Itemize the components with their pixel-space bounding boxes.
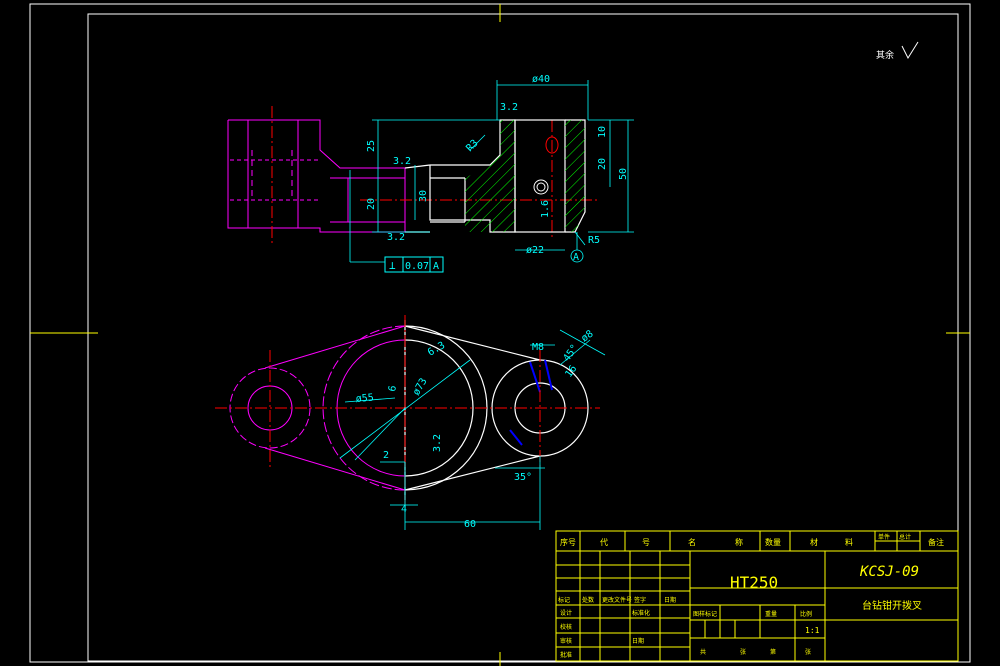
centering-marks (30, 4, 970, 666)
material-code: HT250 (730, 573, 778, 592)
row-label-1: 校核 (560, 623, 572, 631)
dim-10: 10 (597, 126, 608, 138)
title-block-text: 序号 代 号 名 称 数量 材 料 单件 总计 备注 标记 处数 更改文件号 签… (558, 533, 944, 659)
dim-dia-40: ø40 (532, 74, 550, 85)
front-view: ø55 ø73 M8 35° 45° ø8 2 4 60 6 3.2 6.3 1… (215, 315, 606, 530)
bottom-label-3: 张 (805, 648, 811, 656)
title-block-main-text: HT250 KCSJ-09 台钻钳开拨叉 (730, 564, 922, 612)
dim-4: 4 (401, 504, 407, 515)
dim-angle-35: 35° (514, 472, 532, 483)
row-label-3: 批准 (560, 651, 572, 659)
dim-50: 50 (618, 168, 629, 180)
roughness-check-icon (901, 41, 919, 60)
top-view-dimensions (349, 80, 634, 263)
bottom-label-2: 第 (770, 648, 776, 656)
header-label-2: 号 (642, 538, 650, 547)
header-label-0: 序号 (560, 537, 576, 547)
stage-label-2: 比例 (800, 610, 812, 618)
other-surfaces-roughness-mark: 其余 (876, 41, 919, 61)
header-label-4: 称 (735, 537, 743, 547)
part-name: 台钻钳开拨叉 (862, 599, 922, 612)
dim-dia-22: ø22 (526, 245, 544, 256)
tolerance-symbol: ⊥ (389, 259, 396, 272)
stage-label-0: 图样标记 (693, 610, 717, 618)
header-label-6: 材 (810, 537, 818, 547)
datum-a: A (573, 252, 579, 263)
left-label-3: 签字 (634, 596, 646, 604)
bottom-label-1: 张 (740, 648, 746, 656)
dim-m8: M8 (532, 342, 544, 353)
dim-20-left: 20 (366, 198, 377, 210)
header-label-5: 数量 (765, 537, 781, 547)
dim-20-right: 20 (597, 158, 608, 170)
dim-6: 6 (387, 385, 399, 393)
front-view-dimensions (339, 329, 606, 530)
row-label-2: 审核 (560, 637, 572, 645)
top-view-holes (533, 136, 559, 195)
header-label-3: 名 (688, 537, 696, 547)
dim-30: 30 (418, 190, 429, 202)
middle-label-1: 日期 (632, 637, 644, 645)
radius-r5: R5 (588, 235, 600, 246)
dim-25: 25 (366, 140, 377, 152)
left-label-2: 更改文件号 (602, 596, 632, 604)
header-label-10: 备注 (928, 537, 944, 547)
dim-dia-55: ø55 (355, 392, 374, 405)
roughness-3-2-front: 3.2 (432, 434, 443, 452)
roughness-3-2-top: 3.2 (500, 102, 518, 113)
title-block (555, 530, 959, 662)
inner-border (87, 13, 959, 662)
header-label-8: 单件 (878, 533, 890, 541)
scale-value: 1:1 (805, 626, 820, 635)
tolerance-datum: A (433, 261, 439, 272)
drawing-code: KCSJ-09 (859, 564, 919, 580)
middle-label-0: 标准化 (632, 609, 650, 617)
front-view-thread (509, 359, 553, 446)
dim-2: 2 (383, 450, 389, 461)
header-label-7: 料 (845, 537, 853, 547)
stage-label-1: 重量 (765, 610, 777, 618)
left-label-1: 处数 (582, 596, 594, 604)
header-label-1: 代 (600, 537, 608, 547)
top-view-dimension-text: ø40 25 20 30 10 20 50 R3 R5 ø22 A 3.2 3.… (366, 74, 629, 263)
left-label-4: 日期 (664, 596, 676, 604)
row-label-0: 设计 (560, 609, 572, 617)
front-view-centerlines (215, 315, 600, 505)
bottom-label-0: 共 (700, 648, 706, 656)
roughness-3-2-low: 3.2 (387, 232, 405, 243)
roughness-1-6: 1.6 (540, 200, 551, 218)
dim-60: 60 (464, 519, 476, 530)
corner-mark-label: 其余 (876, 49, 894, 61)
roughness-3-2-mid: 3.2 (393, 156, 411, 167)
perpendicularity-tolerance-frame: ⊥ 0.07 A (384, 256, 444, 273)
left-label-0: 标记 (558, 596, 570, 604)
top-view-section-hatch (465, 120, 585, 232)
header-label-9: 总计 (899, 533, 911, 541)
top-view: ø40 25 20 30 10 20 50 R3 R5 ø22 A 3.2 3.… (227, 74, 634, 273)
tolerance-value: 0.07 (405, 261, 429, 272)
